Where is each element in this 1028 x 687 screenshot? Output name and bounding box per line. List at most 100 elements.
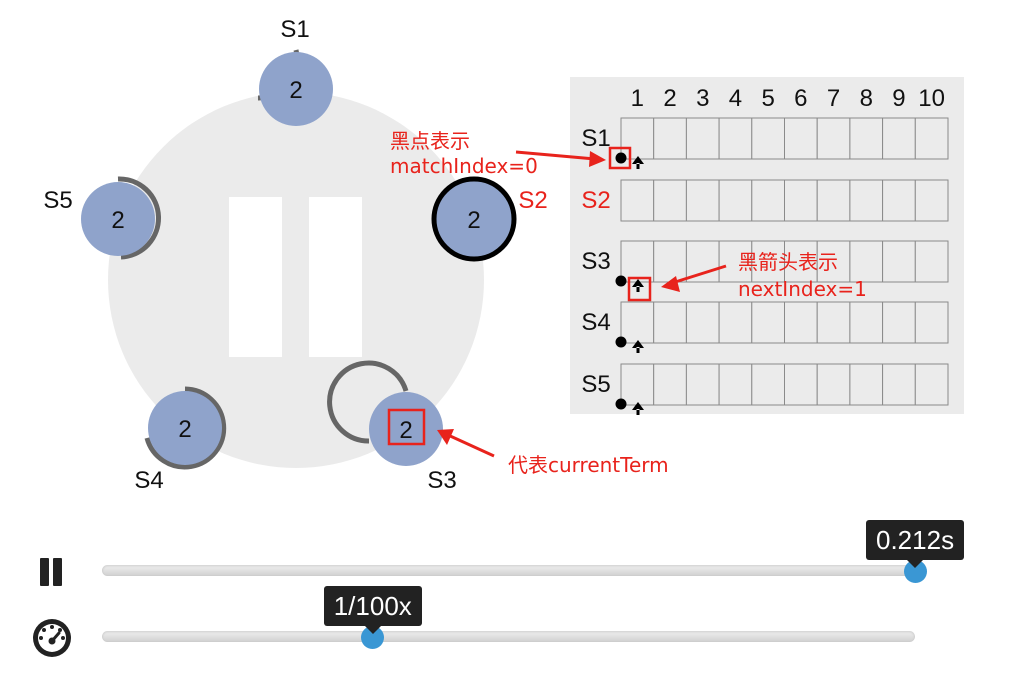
log-entry-slot: [620, 301, 655, 344]
log-entry-slot: [914, 363, 949, 406]
log-entry-slot: [882, 363, 916, 406]
server-s1-node: [259, 52, 333, 126]
next-index-arrow: [632, 156, 644, 169]
log-index-header: 2: [663, 85, 676, 112]
pause-button[interactable]: [36, 556, 66, 590]
match-index-dot: [615, 152, 627, 164]
annotation-match-index-box: [608, 146, 632, 170]
server-s3-label: S3: [427, 467, 456, 494]
annotation-match-index-arrow-shaft: [515, 150, 596, 161]
server-s1[interactable]: 2 S1: [257, 16, 333, 126]
annotation-next-index-box: [627, 276, 652, 302]
server-s3-timeout-arc: [327, 360, 409, 444]
server-s1-label: S1: [280, 16, 309, 43]
log-entry-slot: [914, 240, 949, 283]
log-entry-slot: [718, 363, 753, 406]
annotation-current-term: 代表currentTerm: [387, 408, 669, 477]
log-entry-slot: [653, 179, 687, 222]
annotation-match-index: 黑点表示 matchIndex=0: [390, 129, 632, 178]
pause-overlay-left-bar: [229, 197, 282, 357]
log-row-label: S2: [581, 187, 610, 214]
log-row-s1: S1: [581, 117, 949, 169]
log-entry-slot: [620, 117, 655, 160]
log-entry-slot: [718, 240, 753, 283]
log-index-header: 4: [729, 85, 742, 112]
log-index-header: 7: [827, 85, 840, 112]
log-entry-slot: [784, 117, 818, 160]
speed-slider-track[interactable]: [102, 631, 915, 642]
log-entry-slot: [751, 117, 785, 160]
server-s3-term: 2: [399, 417, 412, 444]
log-index-header: 10: [918, 85, 945, 112]
server-s5-node: [81, 182, 155, 256]
server-s5[interactable]: 2 S5: [43, 176, 161, 260]
log-entry-slot: [653, 301, 687, 344]
annotation-current-term-arrow-shaft: [447, 433, 495, 458]
server-s4-term: 2: [178, 416, 191, 443]
log-entry-slot: [784, 363, 818, 406]
log-row-s5: S5: [581, 363, 949, 415]
log-entry-slot: [685, 179, 720, 222]
log-entry-slot: [816, 363, 851, 406]
log-entry-slot: [718, 179, 753, 222]
log-entry-slot: [784, 179, 818, 222]
server-s4-label: S4: [134, 467, 163, 494]
server-s4-timeout-arc: [144, 386, 227, 470]
server-s2-term: 2: [467, 207, 480, 234]
annotation-current-term-arrow-head: [437, 429, 454, 445]
match-index-dot: [615, 336, 627, 348]
log-row-label: S5: [581, 371, 610, 398]
log-index-header: 3: [696, 85, 709, 112]
log-entry-slot: [620, 179, 655, 222]
log-entry-slot: [685, 363, 720, 406]
log-entry-slot: [816, 117, 851, 160]
log-entry-slot: [653, 240, 687, 283]
log-entry-slot: [882, 179, 916, 222]
server-s5-timeout-arc: [117, 176, 161, 260]
annotation-next-index-arrow-head: [661, 276, 680, 292]
speed-gauge-icon[interactable]: [32, 618, 72, 658]
log-index-header: 5: [761, 85, 774, 112]
match-index-dot: [615, 275, 627, 287]
log-entry-slot: [718, 117, 753, 160]
annotation-next-index-arrow-shaft: [671, 264, 727, 285]
log-row-label: S3: [581, 248, 610, 275]
log-entry-slot: [718, 301, 753, 344]
log-entry-slot: [914, 117, 949, 160]
log-entry-slot: [751, 240, 785, 283]
time-slider-track[interactable]: [102, 565, 915, 576]
log-entry-slot: [849, 179, 884, 222]
annotation-next-index: 黑箭头表示 nextIndex=1: [627, 250, 867, 302]
time-slider-tooltip: 0.212s: [866, 520, 965, 560]
log-entry-slot: [882, 240, 916, 283]
annotation-match-index-arrow-head: [589, 151, 606, 167]
log-entry-slot: [816, 301, 851, 344]
server-s2[interactable]: 2 S2: [431, 176, 548, 262]
log-entry-slot: [685, 301, 720, 344]
log-entry-slot: [882, 301, 916, 344]
log-index-header: 8: [860, 85, 873, 112]
speed-slider-tooltip-arrow: [364, 626, 381, 634]
log-entry-slot: [849, 363, 884, 406]
match-index-dot: [615, 398, 627, 410]
next-index-arrow: [632, 279, 644, 292]
log-row-s3: S3: [581, 240, 949, 292]
log-entry-slot: [685, 117, 720, 160]
log-index-header: 1: [631, 85, 644, 112]
next-index-arrow: [632, 402, 644, 415]
log-entry-slot: [849, 301, 884, 344]
log-row-s4: S4: [581, 301, 949, 353]
log-entry-slot: [620, 240, 655, 283]
log-row-label: S1: [581, 125, 610, 152]
log-row-label: S4: [581, 309, 610, 336]
annotation-next-index-line1: 黑箭头表示: [738, 250, 838, 274]
log-entry-slot: [816, 179, 851, 222]
next-index-arrow: [632, 340, 644, 353]
annotation-next-index-line2: nextIndex=1: [738, 277, 867, 301]
annotation-match-index-line2: matchIndex=0: [390, 154, 538, 178]
server-s4[interactable]: 2 S4: [134, 386, 227, 494]
log-entry-slot: [882, 117, 916, 160]
server-s5-label: S5: [43, 187, 72, 214]
